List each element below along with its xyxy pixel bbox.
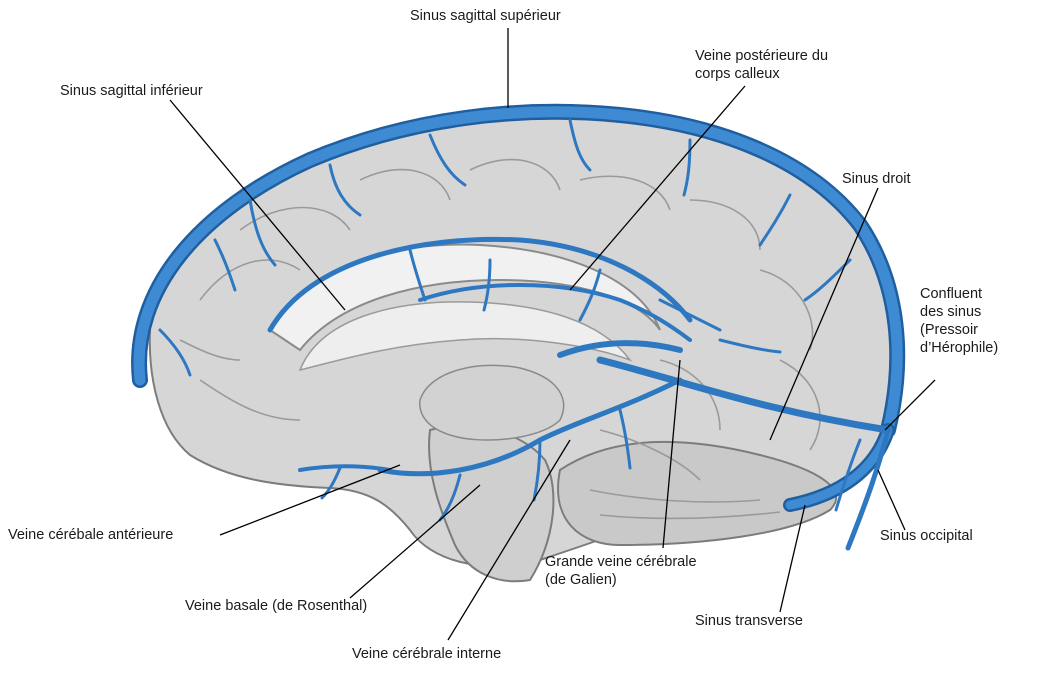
- label-sinus-droit: Sinus droit: [842, 170, 911, 188]
- label-confluent-des-sinus: Confluent des sinus (Pressoir d’Hérophil…: [920, 285, 998, 357]
- label-veine-posterieure-corps-calleux: Veine postérieure du corps calleux: [695, 47, 828, 83]
- label-sinus-transverse: Sinus transverse: [695, 612, 803, 630]
- label-sinus-occipital: Sinus occipital: [880, 527, 973, 545]
- thalamus: [420, 365, 564, 440]
- label-sinus-sagittal-superieur: Sinus sagittal supérieur: [410, 7, 561, 25]
- label-sinus-sagittal-inferieur: Sinus sagittal inférieur: [60, 82, 203, 100]
- label-veine-basale: Veine basale (de Rosenthal): [185, 597, 367, 615]
- label-grande-veine-cerebrale: Grande veine cérébrale (de Galien): [545, 553, 697, 589]
- label-veine-cerebale-anterieure: Veine cérébale antérieure: [8, 526, 173, 544]
- leader-sinus-occipital: [878, 470, 905, 530]
- label-veine-cerebrale-interne: Veine cérébrale interne: [352, 645, 501, 663]
